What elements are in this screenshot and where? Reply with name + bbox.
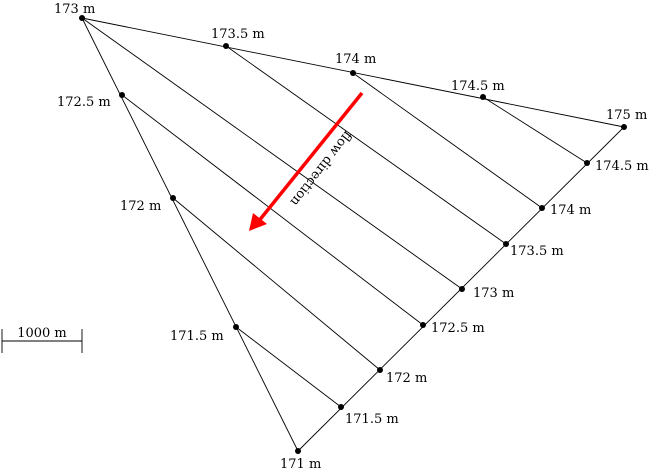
- points: [79, 15, 627, 454]
- flow-arrow: flow direction: [249, 91, 364, 231]
- label-right-173: 173 m: [473, 286, 514, 301]
- point-left-172-5: [119, 92, 125, 98]
- flow-arrow-shaft: [256, 91, 364, 224]
- label-top-175: 175 m: [606, 108, 647, 123]
- point-right-172: [377, 367, 383, 373]
- point-top-174-5: [480, 94, 486, 100]
- flow-direction-label: flow direction: [286, 128, 354, 209]
- contour-173: [81, 17, 463, 290]
- label-top-173-5: 173.5 m: [211, 27, 265, 42]
- label-right-174-5: 174.5 m: [595, 159, 649, 174]
- edge-left: [81, 17, 299, 452]
- contour-174: [352, 72, 543, 209]
- label-left-172: 172 m: [120, 199, 161, 214]
- point-right-172-5: [420, 322, 426, 328]
- label-left-172-5: 172.5 m: [57, 95, 111, 110]
- contour-172: [172, 197, 381, 371]
- point-right-173: [459, 286, 465, 292]
- label-top-173: 173 m: [54, 2, 95, 17]
- point-bottom-171: [295, 448, 301, 454]
- label-right-172-5: 172.5 m: [431, 321, 485, 336]
- label-right-171-5: 171.5 m: [345, 412, 399, 427]
- scale-bar-label: 1000 m: [17, 326, 67, 341]
- point-right-174: [539, 205, 545, 211]
- label-right-173-5: 173.5 m: [510, 244, 564, 259]
- point-top-173-5: [223, 43, 229, 49]
- contour-172-5: [121, 94, 424, 326]
- label-right-172: 172 m: [386, 371, 427, 386]
- label-bottom-171: 171 m: [280, 457, 321, 470]
- label-top-174: 174 m: [335, 52, 376, 67]
- scale-bar: 1000 m: [1, 326, 83, 353]
- label-top-174-5: 174.5 m: [451, 79, 505, 94]
- contour-173-5: [225, 45, 507, 245]
- point-top-175: [621, 124, 627, 130]
- label-right-174: 174 m: [550, 203, 591, 218]
- point-top-174: [350, 70, 356, 76]
- triangle-edges: [81, 17, 625, 452]
- label-left-171-5: 171.5 m: [170, 329, 224, 344]
- point-right-171-5: [338, 404, 344, 410]
- point-right-174-5: [584, 160, 590, 166]
- point-top-173: [79, 15, 85, 21]
- point-right-173-5: [503, 241, 509, 247]
- elevation-labels: 173 m 173.5 m 174 m 174.5 m 175 m 172.5 …: [54, 2, 649, 470]
- point-left-171-5: [233, 324, 239, 330]
- flow-arrow-head: [249, 213, 267, 231]
- contour-171-5: [235, 326, 342, 408]
- contour-174-5: [482, 96, 588, 164]
- contour-lines: [81, 17, 588, 408]
- point-left-172: [170, 195, 176, 201]
